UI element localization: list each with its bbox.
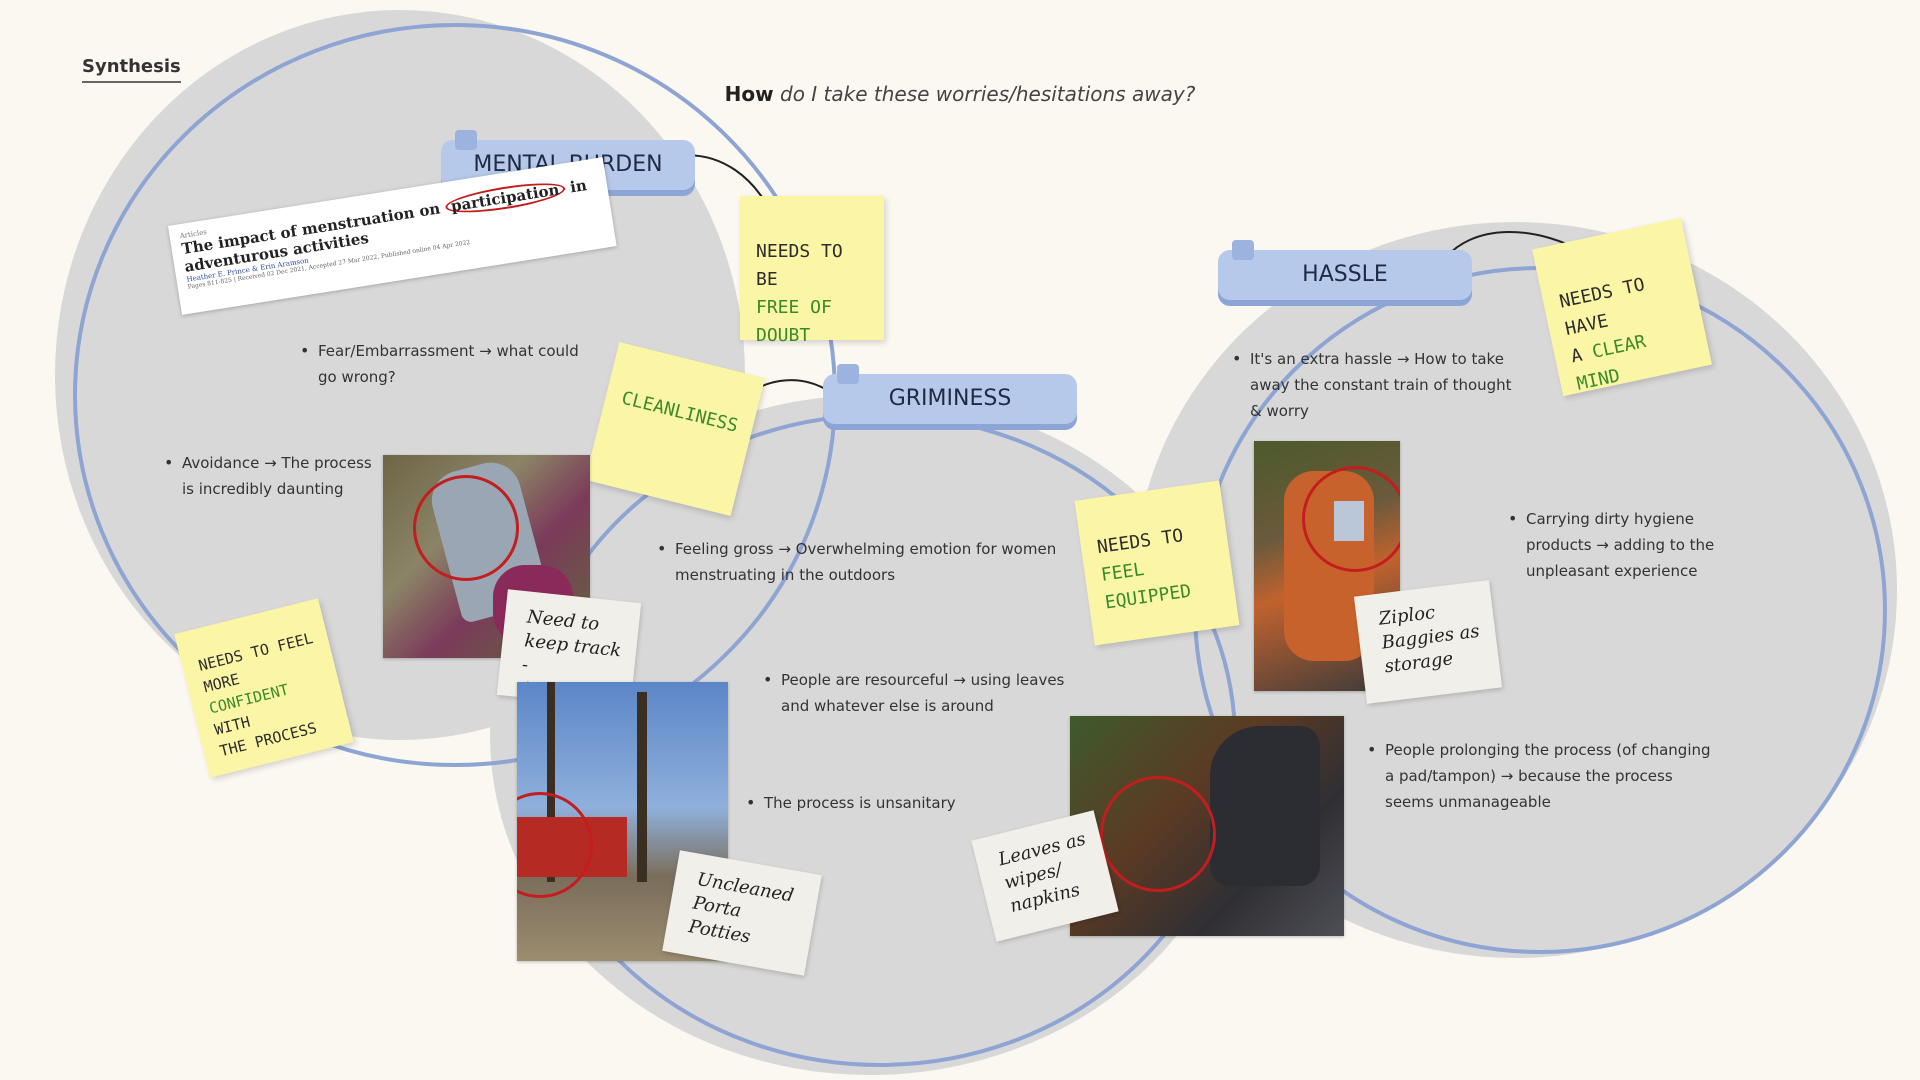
- question-rest: do I take these worries/hesitations away…: [773, 82, 1196, 106]
- pill-griminess: GRIMINESS: [823, 364, 1077, 424]
- sticky-clear-mind: Needs to have A clear mind: [1532, 217, 1712, 397]
- red-circle-marker: [413, 475, 519, 581]
- page-title: Synthesis: [82, 56, 181, 83]
- note-ziploc: Ziploc Baggies as storage: [1353, 580, 1503, 704]
- bullet-prolonging: People prolonging the process (of changi…: [1367, 737, 1717, 815]
- bullet-fear: Fear/Embarrassment → what could go wrong…: [300, 338, 600, 390]
- bullet-dirty-products: Carrying dirty hygiene products → adding…: [1508, 506, 1758, 584]
- bullet-resourceful: People are resourceful → using leaves an…: [763, 667, 1093, 719]
- sticky-free-of-doubt: Needs to be free of doubt: [740, 196, 884, 346]
- griminess-label: GRIMINESS: [888, 386, 1012, 411]
- red-circle-marker: [1302, 466, 1400, 572]
- photo-backpack-baggie: [1254, 441, 1400, 691]
- red-circle-marker: [517, 792, 593, 898]
- sticky-feel-equipped: Needs to feel equipped: [1074, 480, 1240, 646]
- bullet-unsanitary: The process is unsanitary: [746, 790, 1006, 816]
- pill-tab: [837, 364, 859, 384]
- pill-hassle: HASSLE: [1218, 240, 1472, 300]
- question-bold: How: [724, 82, 774, 106]
- red-circle-marker: [1100, 776, 1216, 892]
- bullet-extra-hassle: It's an extra hassle → How to take away …: [1232, 346, 1522, 424]
- hassle-label: HASSLE: [1302, 262, 1388, 287]
- pill-tab: [1232, 240, 1254, 260]
- bullet-gross: Feeling gross → Overwhelming emotion for…: [657, 536, 1057, 588]
- bullet-avoidance: Avoidance → The process is incredibly da…: [164, 450, 374, 502]
- key-question: How do I take these worries/hesitations …: [0, 82, 1920, 106]
- pill-tab: [455, 130, 477, 150]
